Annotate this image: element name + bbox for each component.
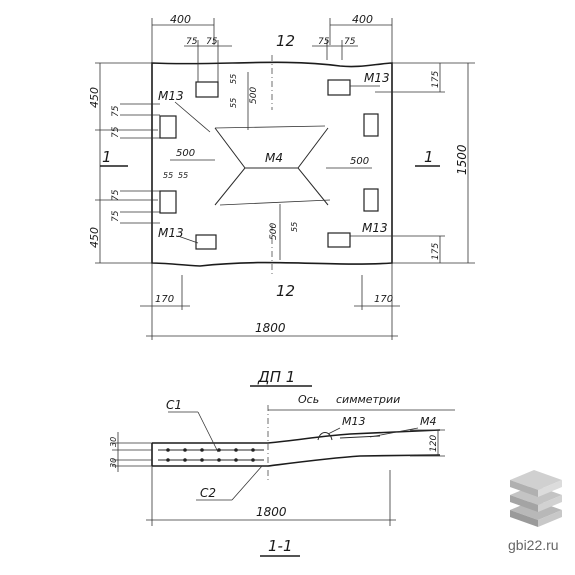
label-m4: М4 <box>265 151 283 165</box>
dim-75-left-c: 75 <box>111 189 121 201</box>
dim-1500-height: 1500 <box>455 144 469 175</box>
embed-plate-right-lower <box>363 188 379 212</box>
embed-plate-left-lower <box>159 190 177 214</box>
plan-view: 400 400 75 75 75 75 12 12 450 450 <box>88 13 475 387</box>
label-axis: Ось <box>298 393 319 406</box>
watermark-logo: gbi22.ru <box>508 470 562 553</box>
embed-plate-top-left <box>195 81 219 98</box>
dim-170-right: 170 <box>374 294 393 305</box>
dim-175-right-bottom: 175 <box>431 243 441 260</box>
embed-plate-left-upper <box>159 115 177 139</box>
label-m13-left-bottom: М13 <box>158 226 184 240</box>
embed-plate-bottom-right <box>327 232 351 248</box>
label-section-m13: М13 <box>342 415 366 428</box>
dim-120: 120 <box>429 435 439 452</box>
embed-plate-top-right <box>327 79 351 96</box>
label-section-m4: М4 <box>420 415 437 428</box>
cut-label-left: 1 <box>102 148 112 166</box>
dim-75-top-b: 75 <box>206 37 218 47</box>
dim-75-top-a: 75 <box>186 37 198 47</box>
section-view: С1 С2 Ось симметрии М13 М4 30 30 120 180… <box>109 393 455 557</box>
dim-1800-width: 1800 <box>255 321 286 335</box>
label-m13-right-bottom: М13 <box>362 221 388 235</box>
dim-30-bottom: 30 <box>109 458 118 468</box>
dim-75-top-c: 75 <box>318 37 330 47</box>
dim-55-b: 55 <box>229 98 238 108</box>
label-m13-left-top: М13 <box>158 89 184 103</box>
dim-500-top: 500 <box>249 87 259 104</box>
cut-label-right: 1 <box>424 148 434 166</box>
dim-500-bottom: 500 <box>269 223 279 240</box>
dim-30-top: 30 <box>109 437 118 447</box>
watermark-site: gbi22.ru <box>508 537 559 553</box>
dim-500-right: 500 <box>350 156 369 167</box>
dim-75-top-d: 75 <box>344 37 356 47</box>
embed-plate-bottom-left <box>195 234 217 250</box>
dim-75-left-d: 75 <box>111 210 121 222</box>
dim-450-left-top: 450 <box>88 87 101 108</box>
section-label-top: 12 <box>276 32 295 50</box>
section-title: 1-1 <box>268 537 293 555</box>
section-label-bottom: 12 <box>276 282 295 300</box>
logo-stack-icon <box>510 470 562 527</box>
label-c1: С1 <box>166 398 182 412</box>
dim-450-left-bottom: 450 <box>88 227 101 248</box>
embed-plate-right-upper <box>363 113 379 137</box>
label-c2: С2 <box>200 486 216 500</box>
label-m13-top: М13 <box>364 71 390 85</box>
label-symmetry: симметрии <box>336 393 400 406</box>
dim-175-right-top: 175 <box>431 71 441 88</box>
dim-55-a: 55 <box>229 74 238 84</box>
dim-75-left-b: 75 <box>111 126 121 138</box>
dim-170-left: 170 <box>155 294 174 305</box>
dim-400-right: 400 <box>352 13 373 26</box>
dim-1800-section: 1800 <box>256 505 287 519</box>
dim-55-c: 55 <box>163 171 173 180</box>
dim-55-e: 55 <box>290 222 299 232</box>
plan-title: ДП 1 <box>257 368 295 386</box>
dim-75-left-a: 75 <box>111 105 121 117</box>
dim-55-d: 55 <box>178 171 188 180</box>
dim-500-left: 500 <box>176 148 195 159</box>
dim-400-left: 400 <box>170 13 191 26</box>
